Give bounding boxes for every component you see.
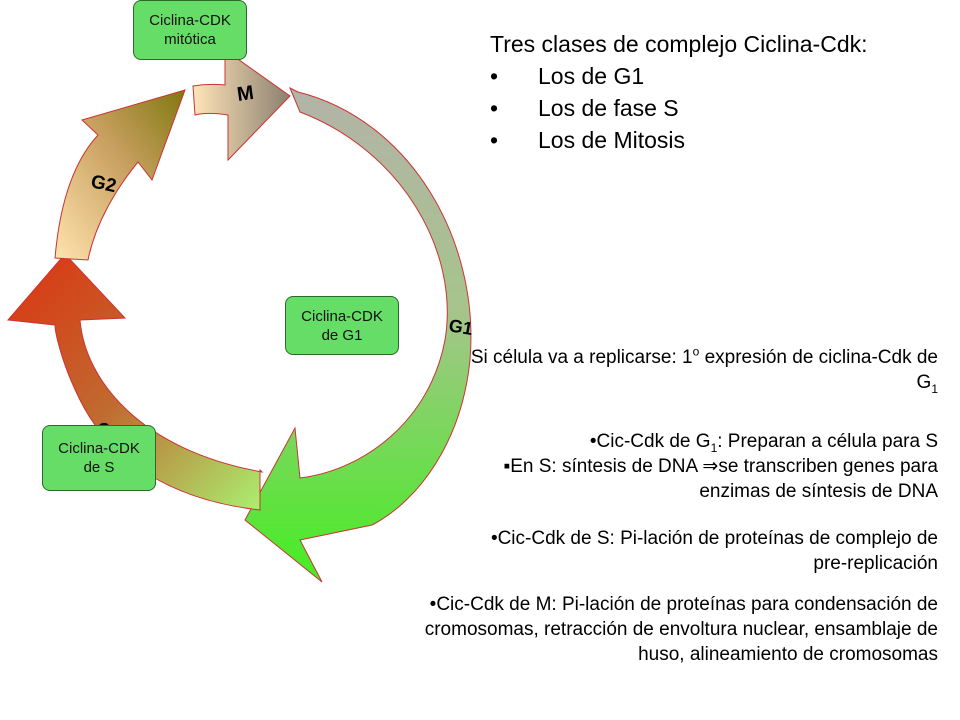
g2-phase-arrow: [54, 89, 186, 261]
p1-sub: 1: [710, 440, 718, 455]
complex-class-label: Los de G1: [538, 63, 645, 89]
phase-label-g1: G1: [447, 315, 474, 339]
title-block: Tres clases de complejo Ciclina-Cdk: • Lo…: [490, 28, 868, 156]
g1-cdk-point: •Cic-Cdk de G1: Preparan a célula para S…: [458, 429, 938, 504]
s-phase-arrow: [6, 253, 264, 511]
complex-class-item: • Los de G1: [490, 60, 868, 92]
intro-sub: 1: [931, 381, 938, 396]
m-cdk-point: •Cic-Cdk de M: Pi-lación de proteínas pa…: [424, 594, 938, 665]
p1-line2-pre: ▪En S: síntesis de DNA: [503, 456, 703, 477]
mitotic-box-line1: Ciclina-CDK: [149, 12, 231, 29]
mitotic-box-line2: mitótica: [164, 31, 216, 48]
intro-sup: o: [692, 344, 700, 359]
s-cyclin-cdk-box: Ciclina-CDK de S: [42, 425, 156, 491]
g1-phase-arrow: [244, 86, 472, 583]
g1-box-line2: de G1: [321, 326, 363, 344]
s-box-line1: Ciclina-CDK: [58, 440, 140, 457]
intro-pre: Si célula va a replicarse: 1: [470, 347, 693, 368]
s-synthesis-line: ▪En S: síntesis de DNA ⇒se transcriben g…: [458, 454, 938, 504]
p1-line2-post: se transcriben genes para enzimas de sín…: [699, 456, 938, 502]
intro-text: Si célula va a replicarse: 1o expresión …: [468, 345, 938, 395]
complex-class-label: Los de Mitosis: [538, 127, 686, 153]
g1-cdk-line: •Cic-Cdk de G1: Preparan a célula para S: [458, 429, 938, 454]
m-phase-arrow: [192, 49, 291, 162]
s-box-line2: de S: [83, 459, 115, 476]
phase-label-m: M: [236, 82, 256, 106]
p1-pre: •Cic-Cdk de G: [589, 431, 711, 452]
title-heading: Tres clases de complejo Ciclina-Cdk:: [490, 31, 868, 57]
cell-cycle-diagram: M G2 G1 S: [6, 49, 474, 583]
s-cdk-point: •Cic-Cdk de S: Pi-lación de proteínas de…: [490, 528, 938, 574]
complex-class-list: • Los de G1 • Los de fase S • Los de Mitosi…: [490, 60, 868, 156]
intro-mid: expresión de ciclina-Cdk de G: [699, 347, 938, 393]
p1-post: : Preparan a célula para S: [717, 431, 938, 452]
bullet-icon: •: [490, 95, 499, 121]
mitotic-cyclin-cdk-box: Ciclina-CDK mitótica: [133, 0, 247, 60]
g1-box-line1: Ciclina-CDK: [301, 307, 383, 325]
complex-class-item: • Los de Mitosis: [490, 124, 868, 156]
complex-class-item: • Los de fase S: [490, 92, 868, 124]
implies-arrow-icon: ⇒: [702, 456, 719, 477]
phase-label-g2: G2: [89, 171, 118, 197]
bullet-icon: •: [490, 127, 499, 153]
bullet-icon: •: [490, 63, 499, 89]
complex-class-label: Los de fase S: [538, 95, 679, 121]
g1-cyclin-cdk-box: Ciclina-CDK de G1: [285, 296, 399, 355]
